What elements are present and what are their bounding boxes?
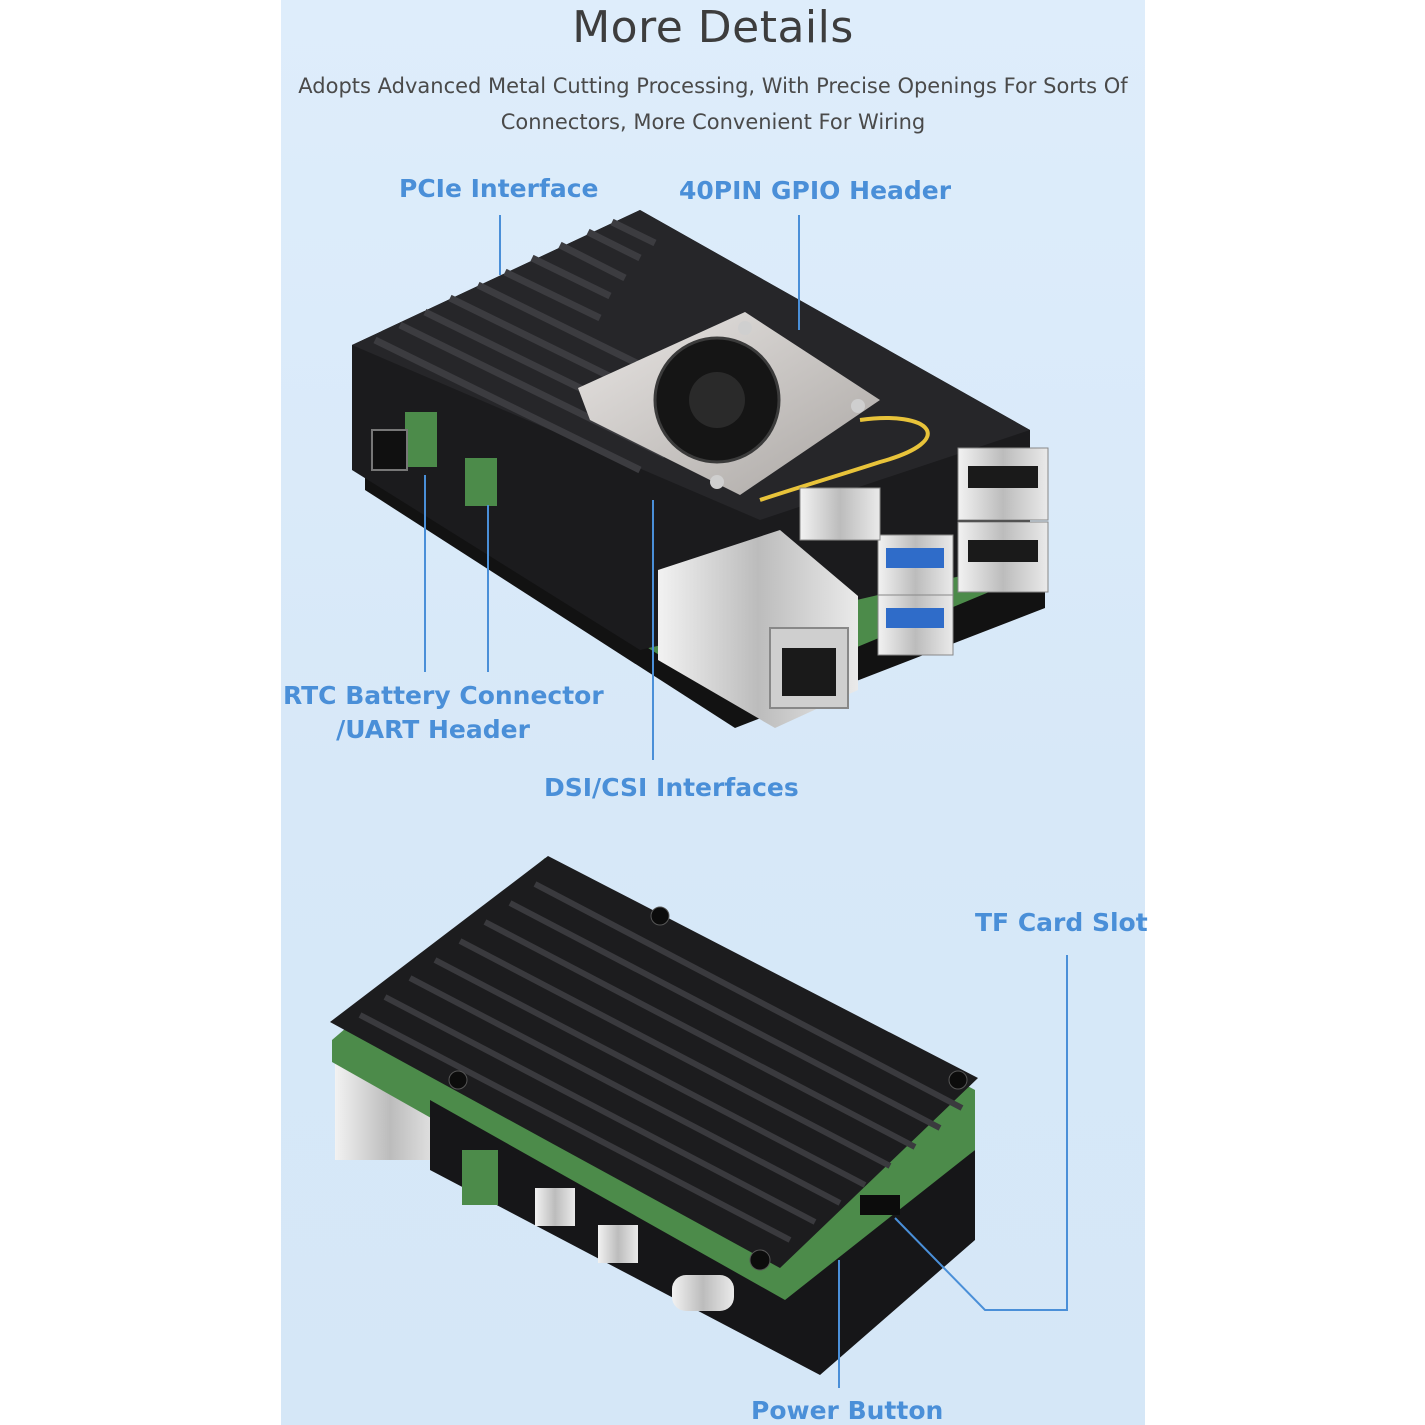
callout-gpio-header: 40PIN GPIO Header: [679, 176, 952, 205]
callout-dsi-csi: DSI/CSI Interfaces: [544, 773, 799, 802]
case-top-view: [352, 210, 1049, 728]
page-subtitle: Adopts Advanced Metal Cutting Processing…: [281, 68, 1145, 140]
subtitle-line-1: Adopts Advanced Metal Cutting Processing…: [298, 74, 1128, 98]
page-title: More Details: [572, 2, 854, 53]
case-bottom-view: [330, 856, 978, 1375]
callout-rtc-line-1: RTC Battery Connector: [283, 681, 604, 710]
callout-lines: [424, 215, 1068, 1388]
callout-rtc-uart: RTC Battery Connector /UART Header: [283, 679, 604, 747]
callout-rtc-line-2: /UART Header: [336, 715, 530, 744]
callout-tf-card-slot: TF Card Slot: [975, 908, 1148, 937]
callout-power-button: Power Button: [751, 1396, 944, 1425]
subtitle-line-2: Connectors, More Convenient For Wiring: [500, 110, 926, 134]
callout-pcie-interface: PCIe Interface: [399, 174, 599, 203]
